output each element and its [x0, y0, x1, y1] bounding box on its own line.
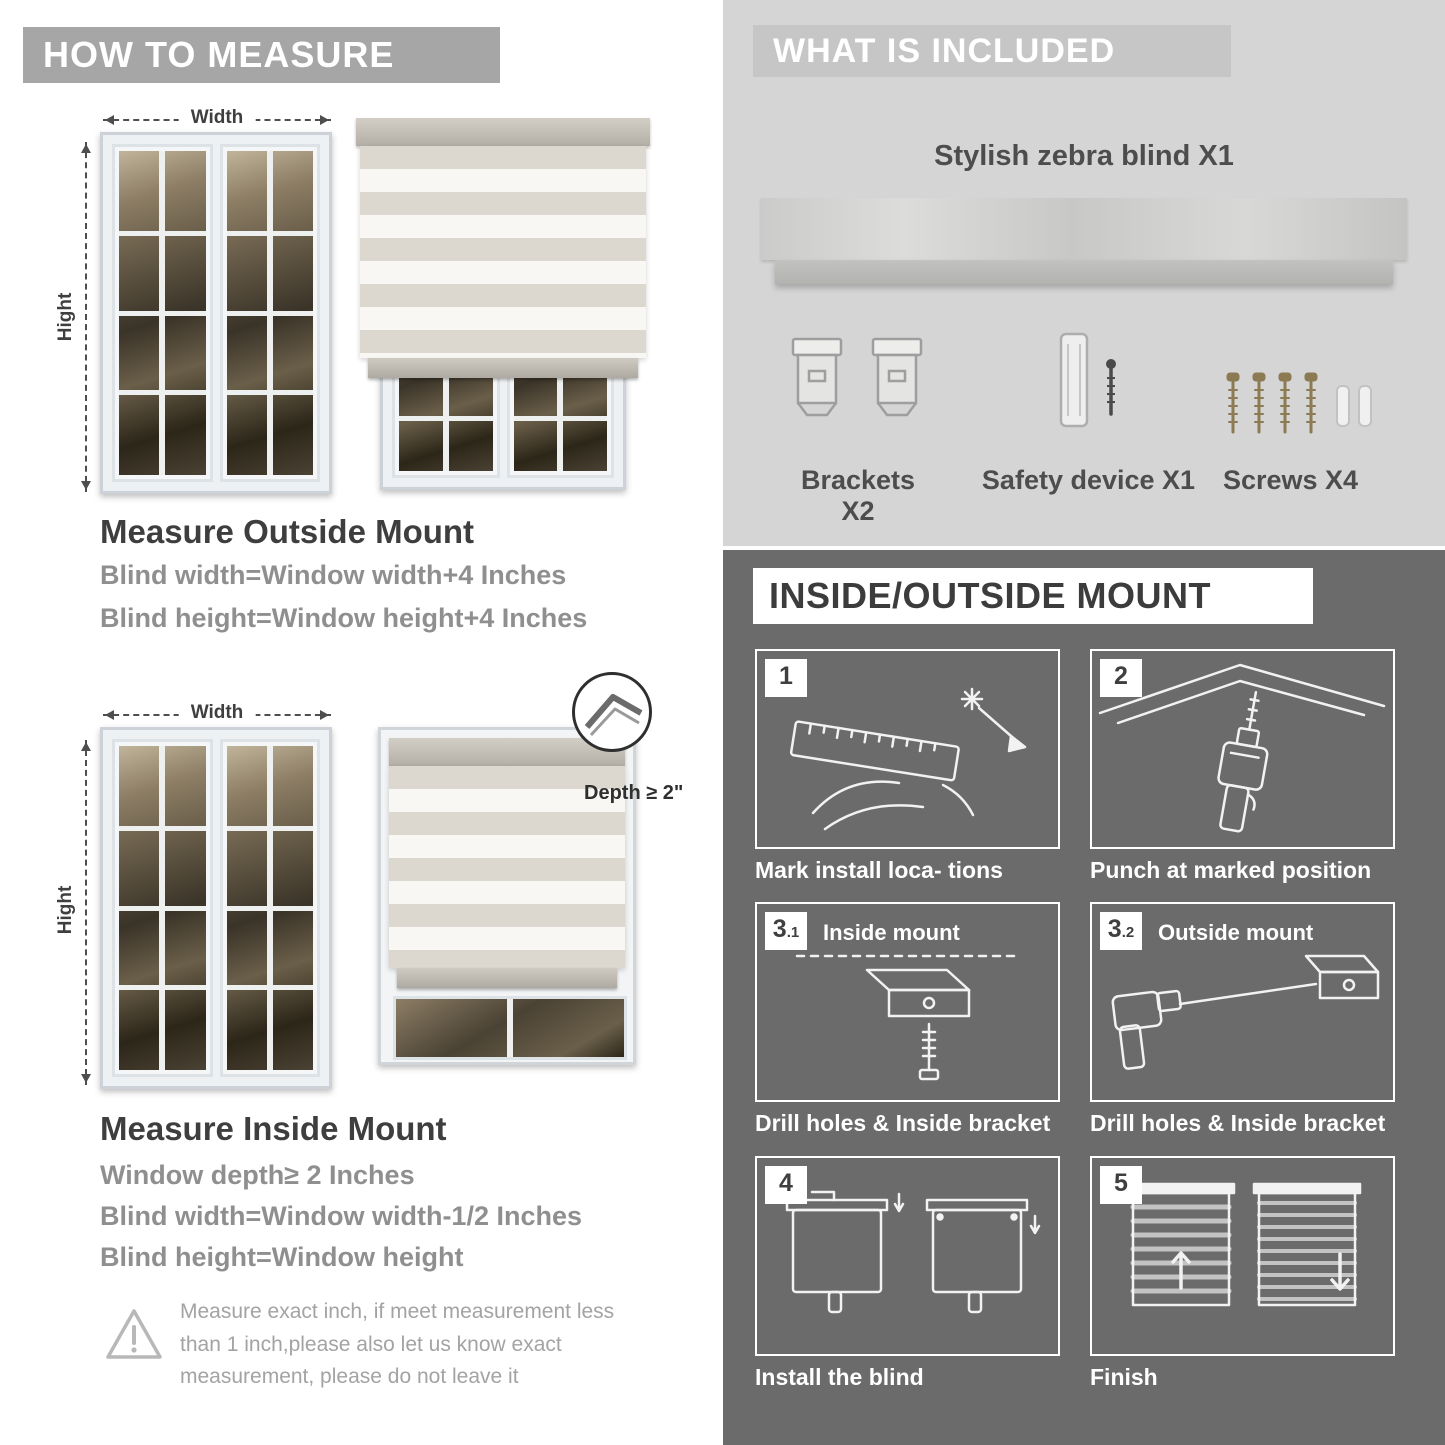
height-arrow-inside	[81, 740, 91, 1085]
inside-bracket-illustration	[795, 954, 1019, 1081]
brackets-label: Brackets X2	[800, 465, 916, 526]
step-4-panel: 4	[755, 1156, 1060, 1356]
window-illustration-outside	[100, 132, 332, 494]
inside-mount-line1: Window depth≥ 2 Inches	[100, 1160, 415, 1190]
step-1-panel: 1	[755, 649, 1060, 849]
mount-header-title: INSIDE/OUTSIDE MOUNT	[769, 575, 1212, 616]
inside-mount-title: Measure Inside Mount	[100, 1110, 447, 1147]
outside-mount-inline-label: Outside mount	[1158, 920, 1314, 945]
outside-mount-demo	[356, 118, 650, 496]
step-3-2-badge: 3.2	[1100, 912, 1142, 950]
window-sash	[112, 739, 213, 1077]
mount-header: INSIDE/OUTSIDE MOUNT	[753, 568, 1313, 624]
safety-device-label: Safety device X1	[981, 465, 1196, 495]
frame-corner-zoom-icon	[584, 694, 643, 737]
blind-bottomrail	[397, 968, 617, 988]
mount-instructions-panel: INSIDE/OUTSIDE MOUNT 1 Mark install loca…	[723, 546, 1445, 1445]
height-label-inside: Hight	[55, 877, 77, 943]
window-panes	[119, 151, 206, 475]
step-3-2-panel: 3.2 Outside mount	[1090, 902, 1395, 1102]
safety-device-icon	[1059, 332, 1116, 428]
drill-ceiling-illustration	[1098, 663, 1386, 833]
step-1-badge: 1	[765, 659, 807, 697]
bracket-icon	[791, 337, 843, 417]
blind-headrail-illustration	[761, 198, 1407, 260]
window-sash	[219, 144, 320, 482]
how-to-measure-header: HOW TO MEASURE	[23, 27, 500, 83]
outside-mount-line2: Blind height=Window height+4 Inches	[100, 603, 588, 633]
zebra-blind-illustration-outside	[356, 118, 650, 380]
step-5-caption: Finish	[1090, 1364, 1158, 1390]
what-is-included-panel: WHAT IS INCLUDED Stylish zebra blind X1	[723, 0, 1445, 546]
inside-mount-line3: Blind height=Window height	[100, 1242, 464, 1272]
window-panes	[226, 151, 313, 475]
step-5-panel: 5	[1090, 1156, 1395, 1356]
window-sash	[112, 144, 213, 482]
height-label-outside: Hight	[55, 284, 77, 350]
warning-triangle-icon	[106, 1309, 162, 1359]
install-blind-illustration	[785, 1190, 1041, 1314]
window-panes	[119, 746, 206, 1070]
zebra-blind-illustration-inside	[389, 738, 625, 990]
depth-requirement-label: Depth ≥ 2"	[584, 782, 684, 804]
what-is-included-header: WHAT IS INCLUDED	[753, 25, 1231, 77]
step-3-1-caption: Drill holes & Inside bracket	[755, 1110, 1051, 1136]
screws-label: Screws X4	[1222, 465, 1359, 495]
step-2-badge: 2	[1100, 659, 1142, 697]
step-1-caption: Mark install loca- tions	[755, 857, 1003, 883]
blind-stripes	[360, 146, 646, 358]
width-arrow-outside: Width	[103, 107, 331, 129]
screws-icon	[1226, 372, 1372, 434]
window-bottom-visible	[393, 996, 627, 1060]
height-arrow-outside	[81, 142, 91, 492]
inside-mount-demo	[378, 727, 636, 1065]
width-label-inside: Width	[178, 702, 256, 724]
bracket-icon	[871, 337, 923, 417]
step-5-badge: 5	[1100, 1166, 1142, 1204]
what-is-included-title: WHAT IS INCLUDED	[773, 32, 1116, 70]
step-4-caption: Install the blind	[755, 1364, 924, 1390]
product-label: Stylish zebra blind X1	[934, 140, 1234, 172]
window-panes	[226, 746, 313, 1070]
inside-mount-line2: Blind width=Window width-1/2 Inches	[100, 1201, 583, 1231]
blind-bottomrail	[368, 358, 638, 378]
outside-mount-title: Measure Outside Mount	[100, 513, 475, 550]
step-3-2-caption: Drill holes & Inside bracket	[1090, 1110, 1386, 1136]
step-3-1-panel: 3.1 Inside mount	[755, 902, 1060, 1102]
measurement-note: Measure exact inch, if meet measurement …	[180, 1300, 615, 1389]
blind-stripes	[389, 766, 625, 968]
outside-mount-line1: Blind width=Window width+4 Inches	[100, 560, 567, 590]
blind-headrail	[356, 118, 650, 146]
width-arrow-inside: Width	[103, 702, 331, 724]
outside-bracket-illustration	[1111, 954, 1380, 1070]
depth-callout-circle	[572, 672, 652, 752]
inside-mount-inline-label: Inside mount	[823, 920, 960, 945]
step-4-badge: 4	[765, 1166, 807, 1204]
step-3-1-badge: 3.1	[765, 912, 807, 950]
mark-location-illustration	[789, 687, 1027, 831]
blind-headrail-lip	[775, 260, 1393, 284]
window-sash	[219, 739, 320, 1077]
finish-illustration	[1126, 1182, 1362, 1307]
step-2-panel: 2	[1090, 649, 1395, 849]
window-illustration-inside	[100, 727, 332, 1089]
how-to-measure-title: HOW TO MEASURE	[43, 34, 395, 75]
step-2-caption: Punch at marked position	[1090, 857, 1372, 883]
width-label-outside: Width	[178, 107, 256, 129]
